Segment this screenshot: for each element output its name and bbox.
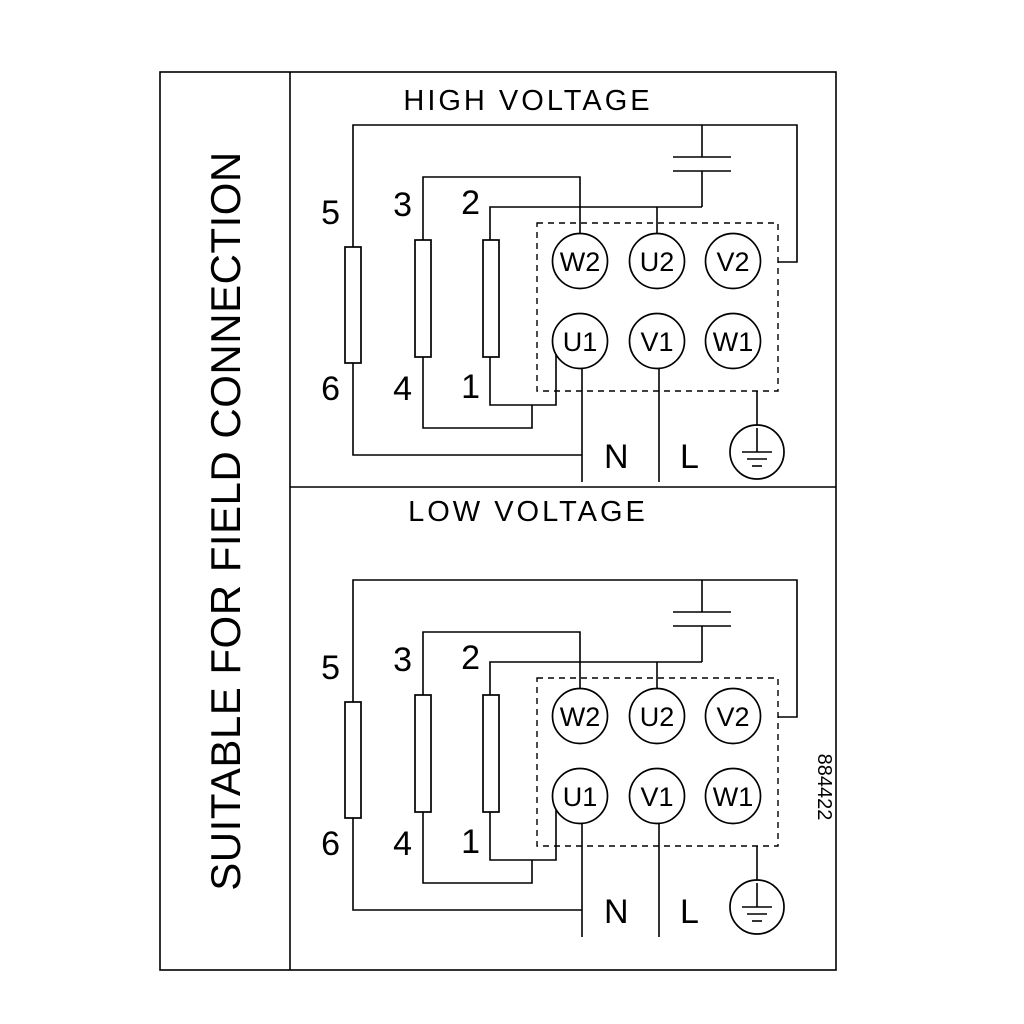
side-label: SUITABLE FOR FIELD CONNECTION	[202, 151, 249, 890]
terminal-u1-label: U1	[563, 327, 598, 357]
wire	[422, 631, 581, 695]
terminal-v1-label: V1	[640, 327, 673, 357]
wire	[422, 812, 533, 884]
low-voltage-title: LOW VOLTAGE	[408, 496, 648, 528]
link-number-6: 6	[321, 825, 340, 863]
wire	[352, 579, 798, 718]
terminal-v2-circle	[704, 232, 762, 290]
wire	[489, 354, 557, 406]
ground-icon	[729, 391, 785, 480]
high-voltage-title: HIGH VOLTAGE	[403, 85, 652, 117]
wire	[352, 124, 798, 263]
terminal-w1-circle	[704, 767, 762, 825]
part-number: 884422	[813, 754, 835, 821]
link-number-3: 3	[393, 186, 412, 224]
terminal-w2-label: W2	[560, 247, 601, 277]
line-label: L	[680, 438, 699, 476]
link-number-5: 5	[321, 194, 340, 232]
terminal-w2-circle	[551, 687, 609, 745]
terminal-u1-circle	[551, 767, 609, 825]
line-label: L	[680, 893, 699, 931]
neutral-label: N	[604, 438, 629, 476]
wire	[422, 176, 581, 240]
link-number-6: 6	[321, 370, 340, 408]
terminal-v2-label: V2	[716, 702, 749, 732]
terminal-w1-circle	[704, 312, 762, 370]
wire	[489, 661, 702, 695]
terminal-box	[536, 677, 779, 847]
winding-link-5-6	[344, 246, 362, 364]
link-number-1: 1	[461, 368, 480, 406]
link-number-3: 3	[393, 641, 412, 679]
terminal-u1-label: U1	[563, 782, 598, 812]
terminal-w1-label: W1	[713, 327, 754, 357]
capacitor-icon	[673, 125, 731, 207]
capacitor-icon	[673, 580, 731, 662]
low-voltage-diagram: W2 U2 V2 U1 V1 W1 5 3 2 6 4 1 N L	[321, 579, 798, 937]
terminal-u1-circle	[551, 312, 609, 370]
terminal-w2-circle	[551, 232, 609, 290]
terminal-u2-label: U2	[640, 247, 675, 277]
neutral-label: N	[604, 893, 629, 931]
terminal-w1-label: W1	[713, 782, 754, 812]
wire	[489, 809, 557, 861]
link-number-2: 2	[461, 184, 480, 222]
winding-link-3-4	[414, 694, 432, 813]
terminal-v1-circle	[628, 312, 686, 370]
link-number-1: 1	[461, 823, 480, 861]
link-number-4: 4	[393, 825, 412, 863]
terminal-v1-label: V1	[640, 782, 673, 812]
winding-link-2-1	[482, 694, 500, 813]
winding-link-3-4	[414, 239, 432, 358]
terminal-box	[536, 222, 779, 392]
winding-link-2-1	[482, 239, 500, 358]
link-number-4: 4	[393, 370, 412, 408]
terminal-u2-circle	[628, 687, 686, 745]
wire	[422, 357, 533, 429]
link-number-5: 5	[321, 649, 340, 687]
terminal-u2-label: U2	[640, 702, 675, 732]
wire	[352, 818, 582, 911]
wire	[489, 206, 702, 240]
border-rect	[159, 71, 837, 971]
high-voltage-diagram: W2 U2 V2 U1 V1 W1 5 3 2 6 4 1 N L	[321, 124, 798, 482]
winding-link-5-6	[344, 701, 362, 819]
link-number-2: 2	[461, 639, 480, 677]
terminal-u2-circle	[628, 232, 686, 290]
terminal-v1-circle	[628, 767, 686, 825]
terminal-w2-label: W2	[560, 702, 601, 732]
wire	[352, 363, 582, 456]
terminal-v2-label: V2	[716, 247, 749, 277]
terminal-v2-circle	[704, 687, 762, 745]
ground-icon	[729, 846, 785, 935]
